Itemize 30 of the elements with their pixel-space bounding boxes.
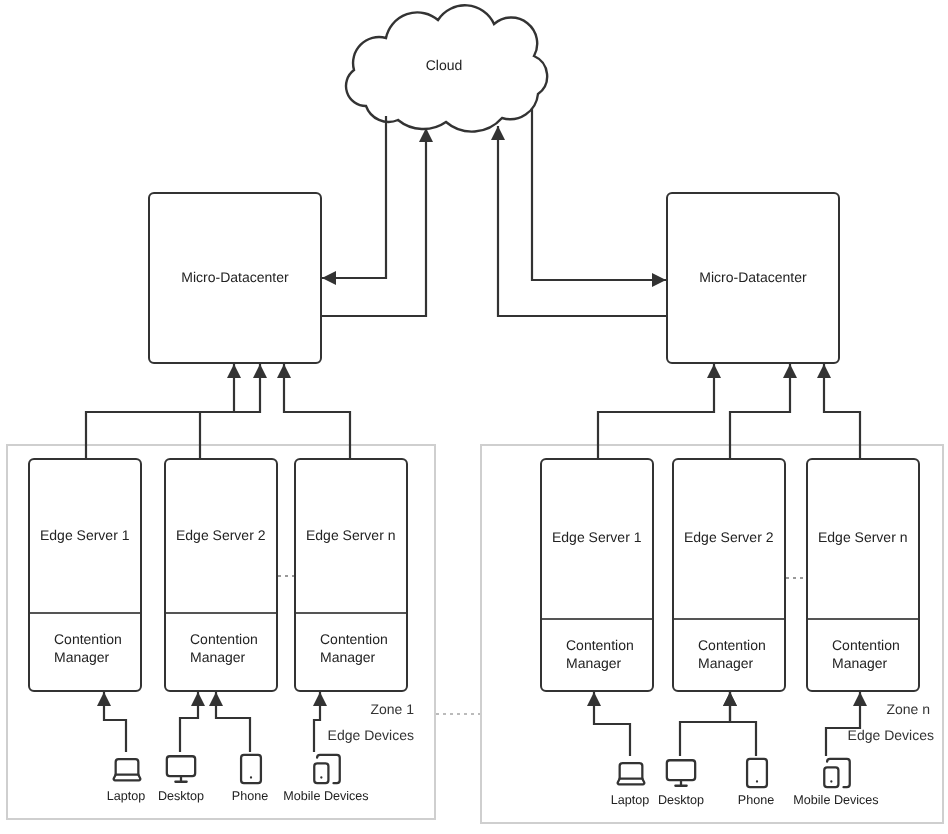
arrow	[198, 364, 267, 458]
dotted-line	[786, 576, 806, 580]
server-box	[540, 458, 654, 692]
arrow	[209, 692, 252, 752]
datacenter-box	[666, 192, 840, 364]
arrow	[491, 126, 666, 318]
arrow	[322, 128, 433, 318]
dotted-line	[436, 712, 480, 716]
server-box	[28, 458, 142, 692]
arrow	[596, 364, 721, 458]
arrow	[97, 692, 128, 752]
datacenter-box	[148, 192, 322, 364]
arrow	[312, 692, 327, 752]
zone-box	[6, 444, 436, 820]
arrow	[84, 364, 241, 458]
arrow	[728, 364, 797, 458]
arrow	[277, 364, 352, 458]
arrow	[322, 116, 388, 285]
server-box	[164, 458, 278, 692]
server-box	[806, 458, 920, 692]
arrow	[824, 692, 867, 756]
arrow	[817, 364, 862, 458]
arrow	[587, 692, 632, 756]
server-box	[672, 458, 786, 692]
dotted-line	[278, 574, 294, 578]
arrow	[723, 692, 758, 756]
zone-box	[480, 444, 944, 824]
server-box	[294, 458, 408, 692]
arrow	[178, 692, 205, 752]
arrow	[530, 108, 666, 287]
